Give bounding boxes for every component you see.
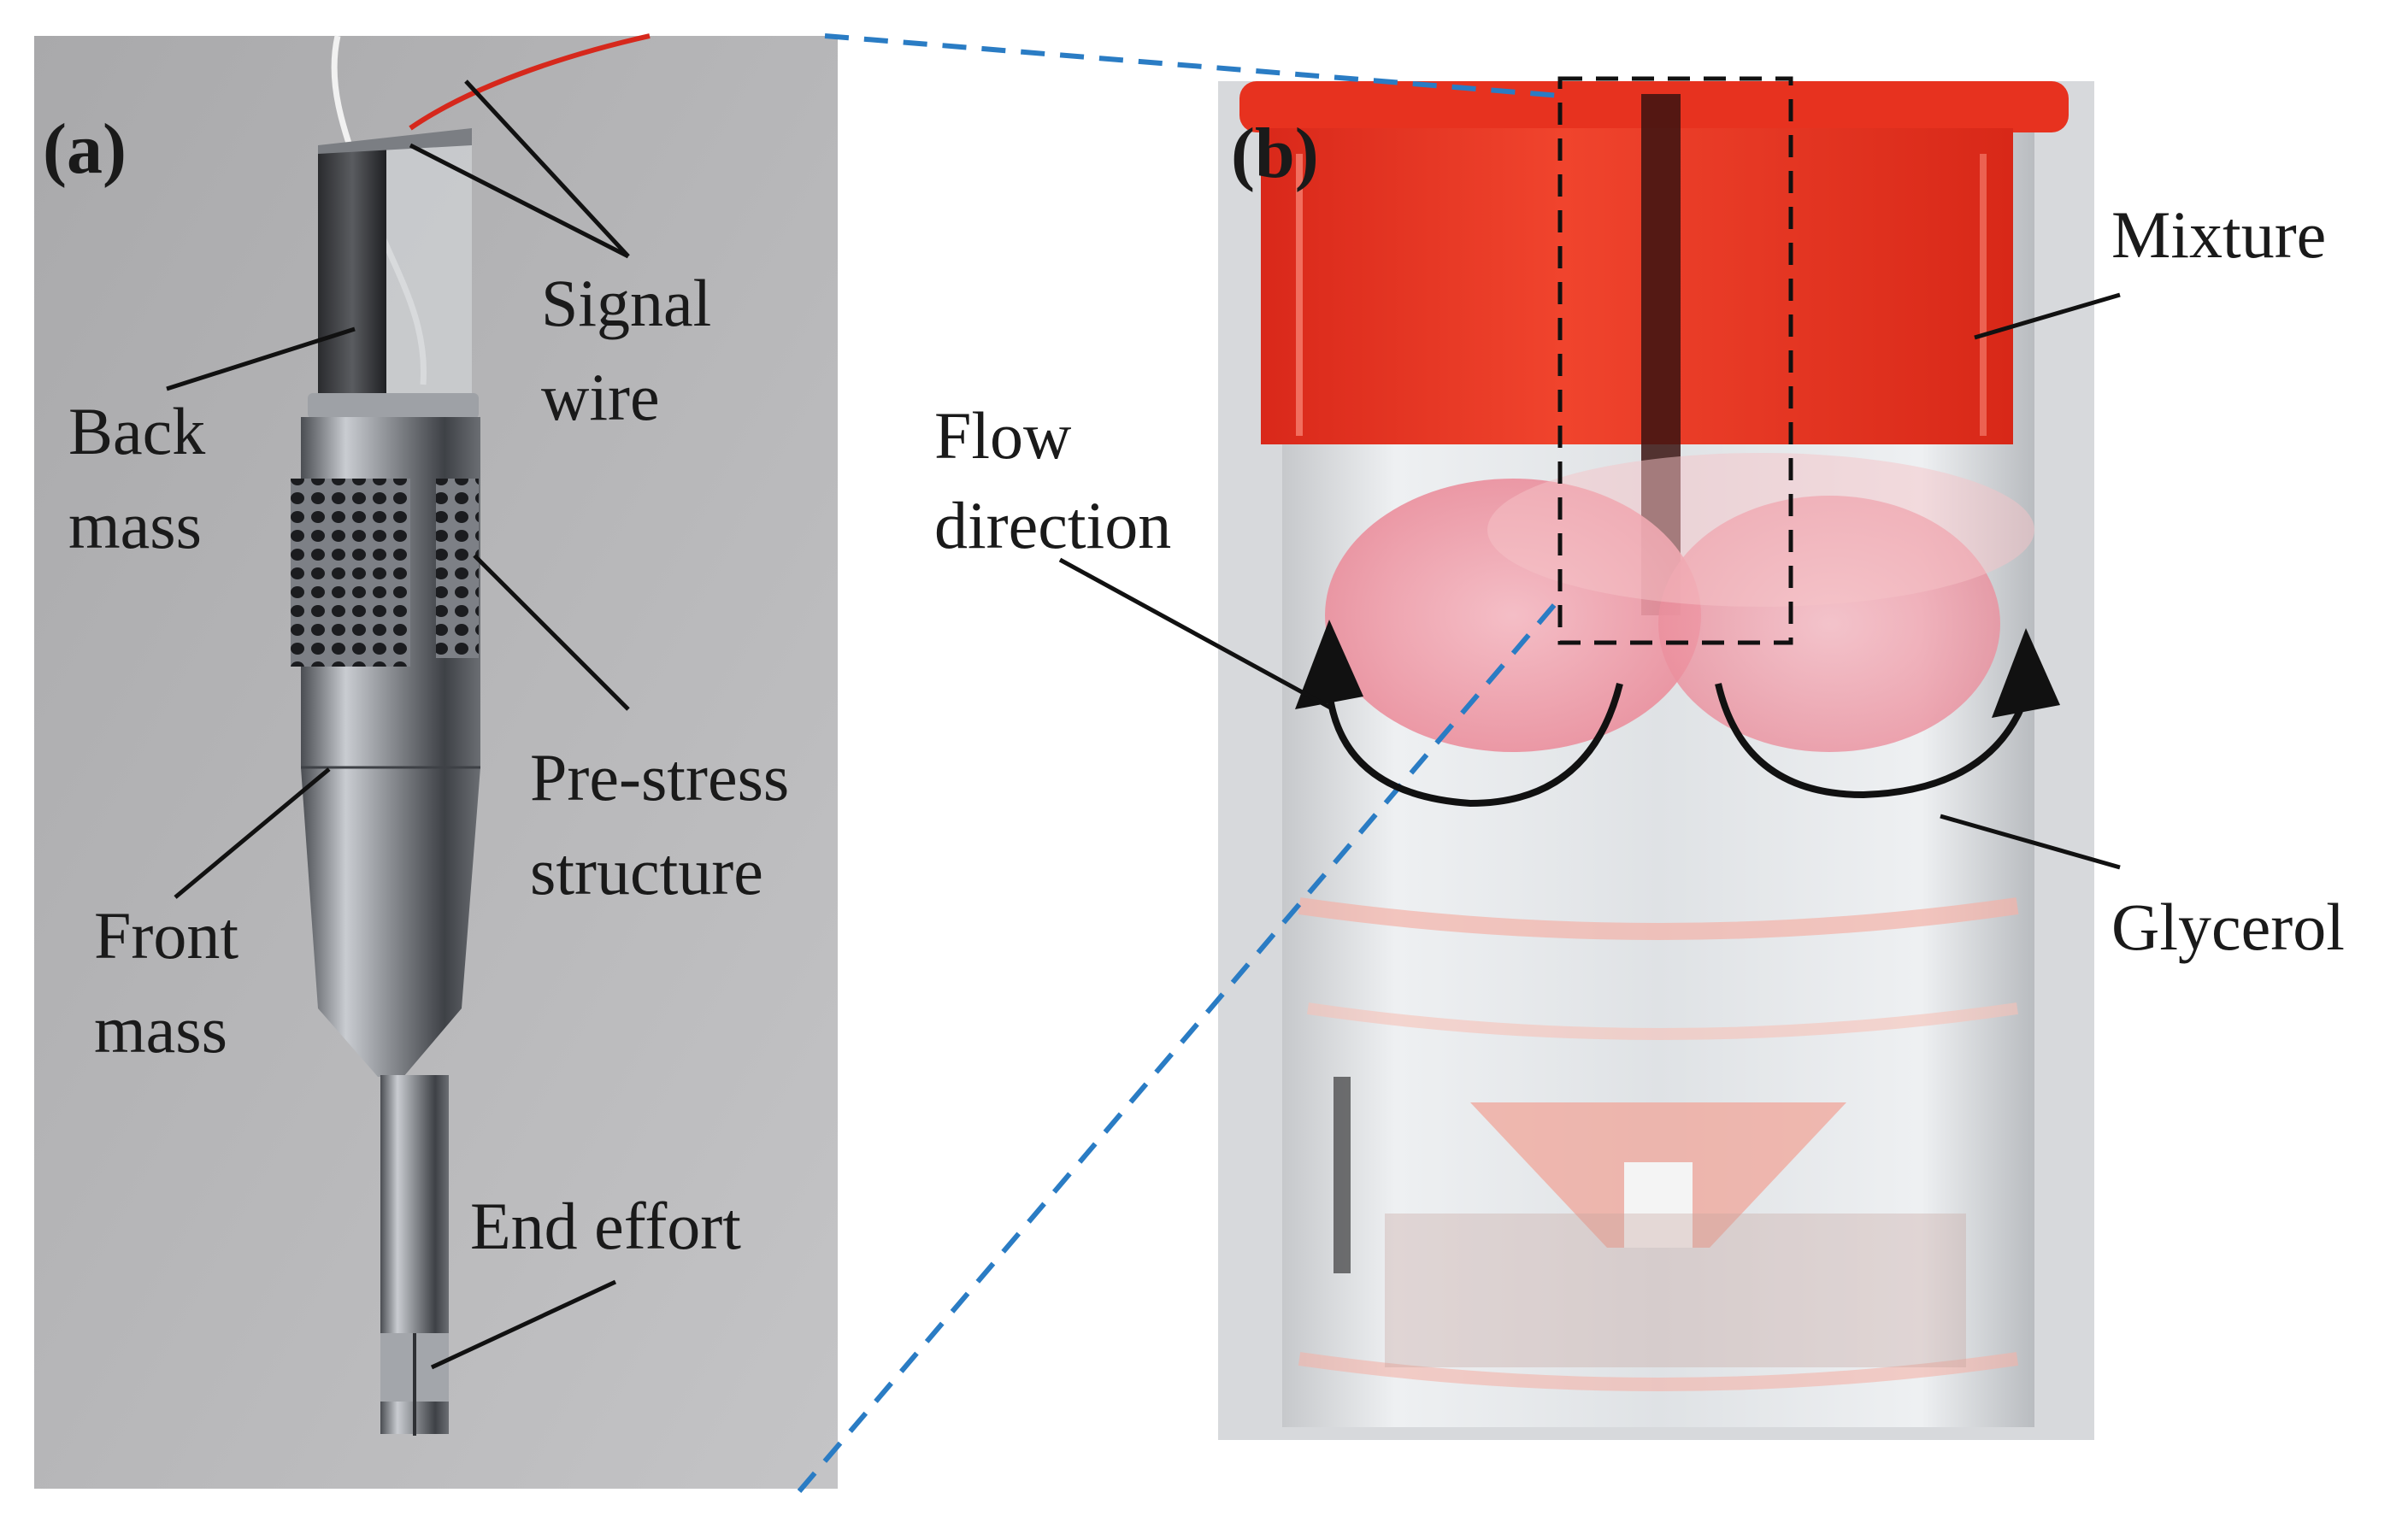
label-signal-wire-line2: wire: [541, 360, 660, 434]
label-front-mass-line1: Front: [94, 898, 239, 973]
zoom-guide-lines: [797, 33, 1563, 1493]
label-end-effort: End effort: [470, 1189, 741, 1263]
panel-b-tag: (b): [1231, 114, 1319, 193]
label-back-mass-line2: mass: [68, 488, 202, 562]
label-pre-stress-line1: Pre-stress: [530, 740, 790, 814]
label-front-mass-line2: mass: [94, 992, 227, 1067]
panel-b-photo: [1218, 81, 2094, 1440]
panel-a-photo: [34, 33, 838, 1489]
label-glycerol: Glycerol: [2111, 890, 2345, 964]
panel-a-tag: (a): [43, 109, 127, 189]
label-signal-wire-line1: Signal: [541, 266, 712, 340]
label-pre-stress-line2: structure: [530, 834, 763, 908]
label-flow-direction-line1: Flow: [934, 398, 1072, 473]
flow-arrows: [1326, 683, 2029, 808]
label-mixture: Mixture: [2111, 197, 2327, 272]
label-flow-direction-line2: direction: [934, 488, 1172, 562]
flow-arrowhead-right: [1992, 628, 2060, 718]
zoom-region-box: [1557, 76, 1793, 645]
callout-lines: [166, 79, 2121, 1370]
flow-arrowhead-left: [1295, 620, 1363, 709]
label-back-mass-line1: Back: [68, 394, 206, 468]
